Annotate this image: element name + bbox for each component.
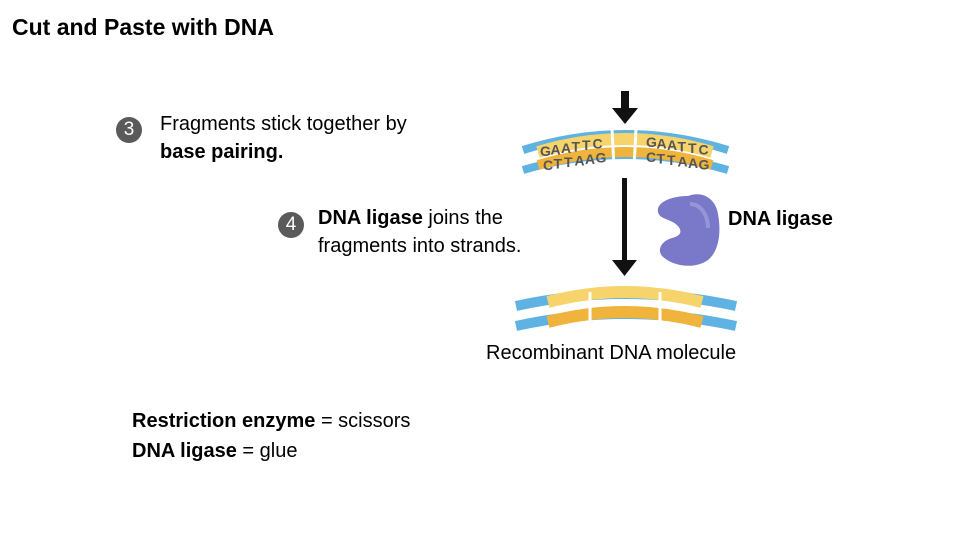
summary-line-1: Restriction enzyme = scissors: [132, 406, 410, 436]
sticky-left-top-base: T: [582, 137, 591, 153]
sticky-left-bottom-base: C: [543, 157, 553, 173]
sticky-left-top-base: A: [561, 140, 571, 156]
sticky-left-top-base: C: [593, 136, 603, 152]
summary-def-2: = glue: [236, 440, 298, 462]
sticky-left-bottom-base: T: [554, 156, 563, 172]
sticky-left-top-base: A: [551, 142, 561, 158]
step-3-line-1: Fragments stick together by: [160, 113, 407, 135]
step-3-text: Fragments stick together by base pairing…: [160, 110, 407, 166]
sticky-right-bottom-base: T: [657, 151, 666, 167]
sticky-right-top-base: A: [657, 136, 667, 152]
recombinant-dna-molecule: [514, 286, 738, 331]
page-title: Cut and Paste with DNA: [12, 14, 274, 40]
dna-ligase-enzyme-icon: [657, 194, 720, 266]
sticky-right-top-base: C: [699, 142, 709, 158]
step-4-line-1: joins the: [422, 207, 503, 229]
sticky-left-bottom-base: A: [585, 151, 595, 167]
summary-def-1: = scissors: [315, 410, 411, 432]
summary-term-2: DNA ligase: [132, 440, 237, 462]
sticky-right-top-base: T: [688, 140, 697, 156]
annealed-fragments: [521, 127, 730, 174]
sticky-left-top-base: G: [540, 143, 551, 159]
step-4-line-2: fragments into strands.: [318, 235, 522, 257]
dna-ligase-label: DNA ligase: [728, 208, 833, 230]
sticky-right-bottom-base: C: [646, 149, 656, 165]
sticky-right-top-base: G: [646, 134, 657, 150]
step-4-bold: DNA ligase: [318, 207, 423, 229]
sticky-right-bottom-base: A: [678, 154, 688, 170]
sticky-right-bottom-base: T: [667, 152, 676, 168]
recombinant-dna-label: Recombinant DNA molecule: [486, 342, 737, 364]
step-4-badge: 4: [278, 212, 304, 238]
sticky-left-top-base: T: [572, 139, 581, 155]
sticky-right-bottom-base: A: [688, 155, 698, 171]
summary-term-1: Restriction enzyme: [132, 410, 316, 432]
summary-line-2: DNA ligase = glue: [132, 436, 410, 466]
sticky-right-top-base: A: [667, 137, 677, 153]
sticky-right-top-base: T: [678, 139, 687, 155]
sticky-left-bottom-base: T: [564, 154, 573, 170]
sticky-left-bottom-base: A: [575, 153, 585, 169]
sticky-left-bottom-base: G: [596, 150, 607, 166]
down-arrow-long-icon: [612, 178, 637, 276]
step-3-badge: 3: [116, 117, 142, 143]
summary: Restriction enzyme = scissors DNA ligase…: [132, 406, 410, 466]
step-4-text: DNA ligase joins the fragments into stra…: [318, 204, 521, 260]
step-3-line-2: base pairing.: [160, 141, 284, 163]
sticky-right-bottom-base: G: [699, 157, 710, 173]
down-arrow-top-icon: [612, 91, 638, 124]
